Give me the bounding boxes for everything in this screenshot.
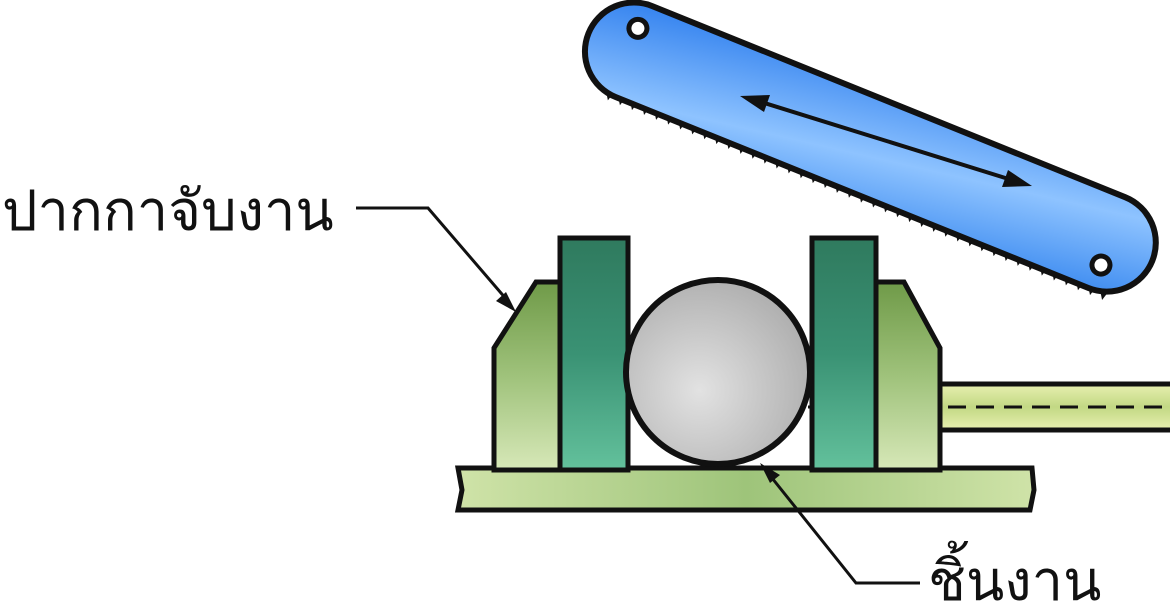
workpiece-round-bar [623,277,813,467]
vise-jaw-right [809,235,879,473]
vise-screw-rod [808,381,1170,433]
hacksaw-blade [581,0,1159,300]
vise-body-left [491,279,565,473]
double-arrow-icon [740,95,1032,187]
vise-leader-line [356,206,516,312]
vise-label: ปากกาจับงาน [2,179,334,244]
vise-base [454,465,1037,513]
workpiece-leader-line [760,463,920,585]
vise-body-right [867,279,943,473]
workpiece-label: ชิ้นงาน [928,541,1101,604]
blade-hole-left-icon [626,16,650,40]
blade-hole-right-icon [1089,253,1113,277]
vise-jaw-left [557,235,631,473]
